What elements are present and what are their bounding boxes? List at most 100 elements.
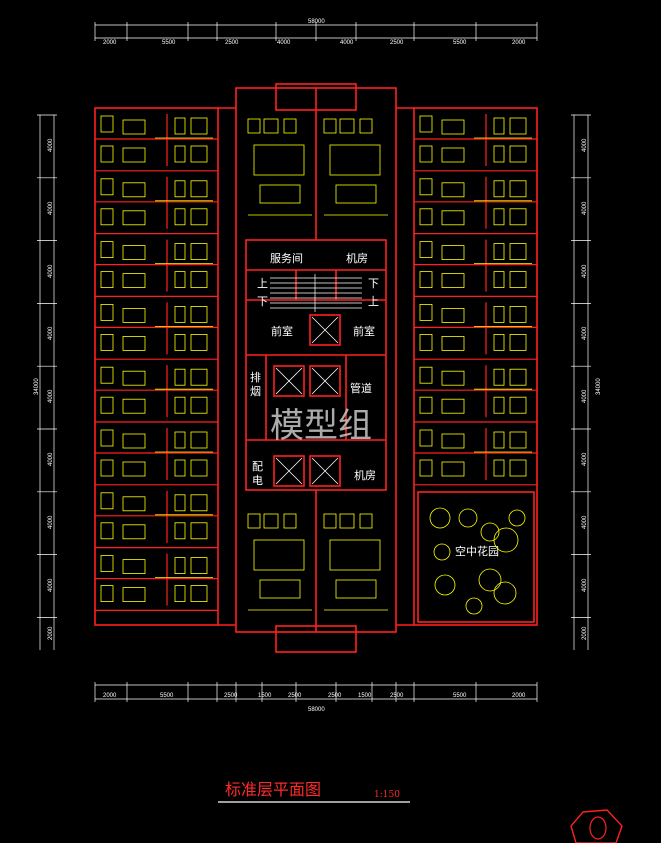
bed-fixture	[100, 396, 114, 414]
table-fixture	[441, 461, 465, 477]
table-fixture	[441, 335, 465, 351]
bed-fixture	[100, 459, 114, 477]
toilet-fixture	[174, 585, 186, 602]
tub-fixture	[509, 117, 527, 135]
toilet-fixture	[174, 333, 186, 351]
toilet-fixture	[174, 522, 186, 540]
dimension-lines	[39, 24, 589, 700]
core-fixtures	[247, 118, 388, 611]
table-fixture	[122, 587, 146, 602]
bed-fixture	[419, 429, 433, 447]
sink-fixture	[339, 118, 355, 134]
dim-top-1: 2000	[103, 40, 117, 46]
toilet-fixture	[493, 117, 505, 135]
tub-fixture	[190, 145, 208, 163]
label-down-left: 下	[257, 295, 268, 308]
dim-right-2: 4000	[582, 201, 588, 215]
table-fixture	[441, 245, 465, 261]
dim-right-5: 4000	[582, 389, 588, 403]
toilet-fixture	[174, 180, 186, 198]
table-fixture	[122, 273, 146, 289]
tub-fixture	[509, 305, 527, 323]
tub-fixture	[509, 271, 527, 289]
dim-left-5: 4000	[48, 389, 54, 403]
dim-right-7: 4000	[582, 515, 588, 529]
toilet-fixture	[493, 305, 505, 323]
toilet-fixture	[174, 494, 186, 512]
stair	[270, 274, 362, 312]
walls	[94, 83, 538, 653]
toilet-fixture	[174, 208, 186, 226]
toilet-fixture	[493, 208, 505, 226]
label-lobby-right: 前室	[353, 324, 375, 338]
table-fixture	[122, 210, 146, 226]
dim-left-8: 4000	[48, 578, 54, 592]
tub-fixture	[190, 459, 208, 477]
dim-left-7: 4000	[48, 515, 54, 529]
table-fixture	[122, 433, 146, 449]
sink-fixture	[263, 513, 279, 529]
toilet-fixture	[359, 513, 373, 529]
toilet-fixture	[323, 513, 337, 529]
tub-fixture	[190, 585, 208, 602]
dim-bottom-8: 2500	[390, 693, 404, 699]
table-fixture	[122, 182, 146, 198]
garden-trees	[429, 507, 526, 615]
table-fixture	[122, 524, 146, 540]
table-fixture	[122, 398, 146, 414]
bed-fixture	[419, 459, 433, 477]
tub-fixture	[509, 396, 527, 414]
drawing-scale: 1:150	[374, 790, 400, 800]
watermark-text: 模型组	[270, 406, 372, 446]
bed-fixture	[419, 115, 433, 133]
bed-fixture	[100, 145, 114, 163]
bed-fixture	[100, 522, 114, 540]
dim-top-total: 58000	[308, 19, 325, 25]
dim-bottom-10: 2000	[512, 693, 526, 699]
toilet-fixture	[174, 459, 186, 477]
toilet-fixture	[493, 396, 505, 414]
tub-fixture	[190, 494, 208, 512]
tub-fixture	[190, 117, 208, 135]
tub-fixture	[509, 243, 527, 261]
tub-fixture	[190, 431, 208, 449]
tub-fixture	[509, 459, 527, 477]
bed-fixture	[100, 303, 114, 321]
drawing-title: 标准层平面图	[225, 780, 321, 799]
bath-fixture	[259, 579, 301, 599]
label-up-right: 上	[368, 295, 379, 308]
bath-fixture	[259, 184, 301, 204]
label-machine-room-top: 机房	[346, 251, 368, 265]
tub-fixture	[509, 368, 527, 386]
bed-fixture	[100, 241, 114, 259]
tub-fixture	[190, 557, 208, 574]
label-pipe-shaft: 管道	[350, 381, 372, 395]
dim-bottom-1: 2000	[103, 693, 117, 699]
toilet-fixture	[174, 368, 186, 386]
label-sky-garden: 空中花园	[455, 544, 499, 558]
bed-fixture	[100, 208, 114, 226]
elevator-marks	[275, 316, 339, 485]
bed-fixture	[100, 492, 114, 510]
dim-top-8: 2000	[512, 40, 526, 46]
dim-left-group: 34000 4000 4000 4000 4000 4000 4000 4000…	[34, 138, 54, 640]
label-electric-b: 电	[252, 474, 263, 487]
tub-fixture	[509, 333, 527, 351]
toilet-fixture	[174, 305, 186, 323]
toilet-fixture	[174, 145, 186, 163]
dim-left-4: 4000	[48, 326, 54, 340]
dim-bottom-total: 58000	[308, 707, 325, 713]
corner-badge-icon	[570, 809, 623, 843]
bed-fixture	[419, 271, 433, 289]
dim-left-3: 4000	[48, 264, 54, 278]
dim-left-9: 2000	[48, 626, 54, 640]
dimension-ticks	[37, 22, 591, 702]
table-fixture	[441, 398, 465, 414]
toilet-fixture	[174, 396, 186, 414]
tub-fixture	[190, 208, 208, 226]
toilet-fixture	[174, 271, 186, 289]
tub-fixture	[509, 431, 527, 449]
label-fire-shaft-b: 烟	[250, 384, 261, 398]
bed-fixture	[253, 144, 305, 176]
toilet-fixture	[359, 118, 373, 134]
